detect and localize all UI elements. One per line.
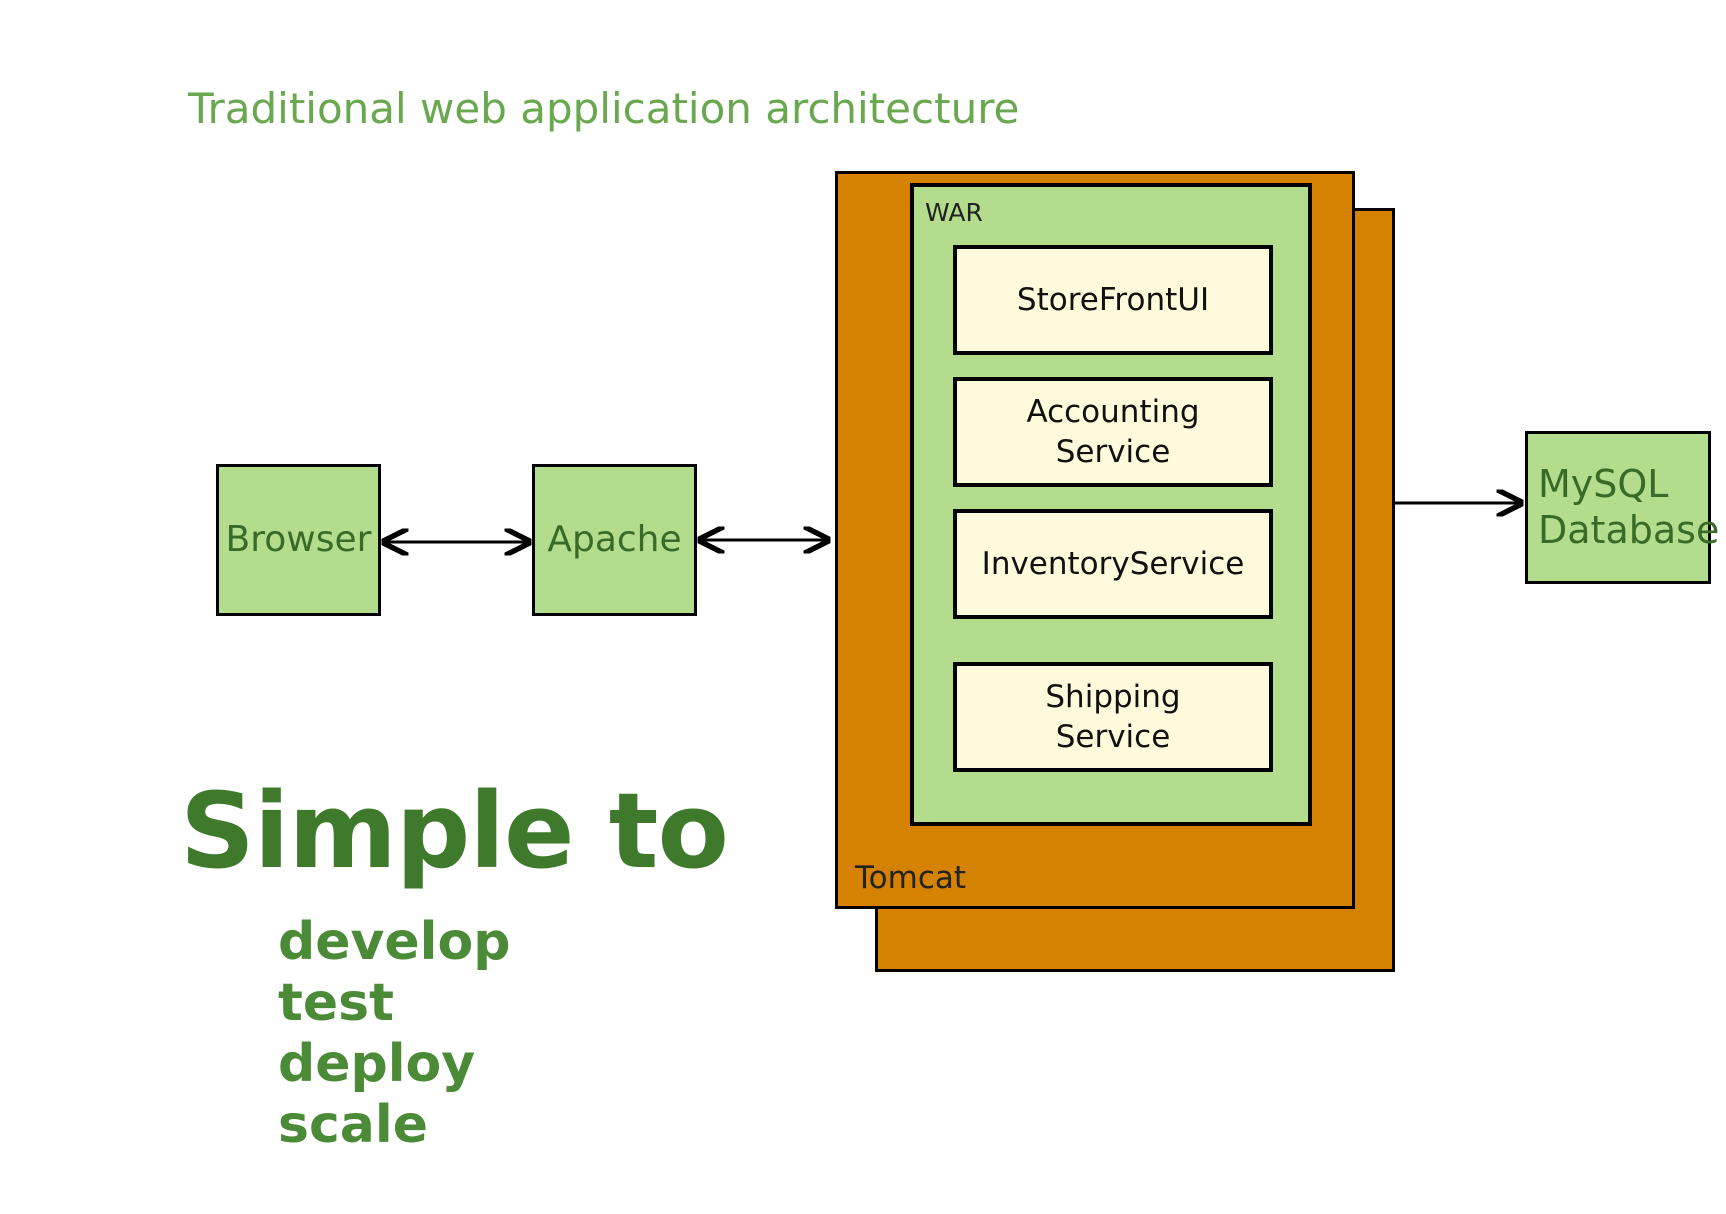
- benefits-list: develop test deploy scale: [278, 912, 510, 1156]
- benefit-item: test: [278, 973, 394, 1033]
- tomcat-label: Tomcat: [855, 860, 967, 896]
- service-label: Accounting Service: [1026, 393, 1200, 470]
- tomcat-container: Tomcat WAR StoreFrontUI Accounting Servi…: [835, 171, 1355, 909]
- mysql-database-node: MySQL Database: [1525, 431, 1719, 584]
- benefit-item: scale: [278, 1095, 428, 1155]
- headline: Simple to: [180, 770, 729, 892]
- war-container: WAR StoreFrontUI Accounting Service Inve…: [910, 183, 1312, 826]
- service-storefront-ui: StoreFrontUI: [953, 245, 1273, 355]
- service-shipping: Shipping Service: [953, 662, 1273, 772]
- service-label: Shipping Service: [1045, 678, 1181, 755]
- service-inventory: InventoryService: [953, 509, 1273, 619]
- browser-node: Browser: [216, 464, 381, 616]
- service-label: InventoryService: [981, 545, 1245, 582]
- war-label: WAR: [925, 198, 983, 227]
- diagram-title: Traditional web application architecture: [188, 84, 1020, 133]
- benefit-item: deploy: [278, 1034, 476, 1094]
- apache-node: Apache: [532, 464, 697, 616]
- database-label: MySQL Database: [1538, 461, 1720, 552]
- benefit-item: develop: [278, 912, 511, 972]
- service-accounting: Accounting Service: [953, 377, 1273, 487]
- service-label: StoreFrontUI: [1016, 281, 1210, 318]
